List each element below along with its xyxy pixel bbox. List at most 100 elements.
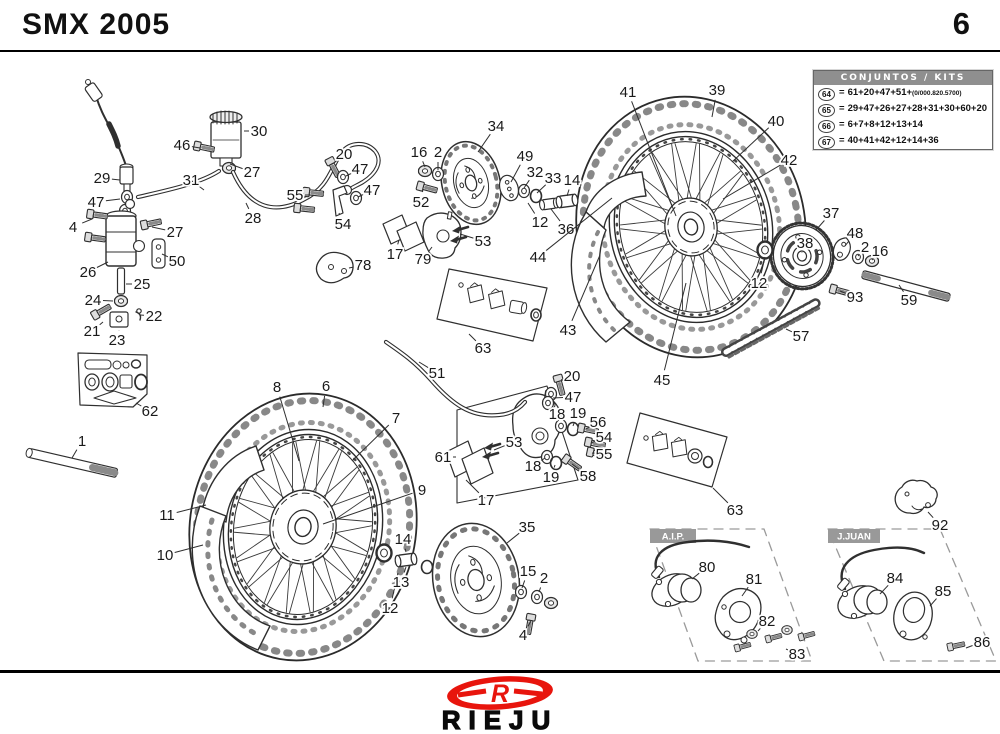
front-wheel-spacer <box>393 552 419 568</box>
part-callout: 80 <box>699 559 716 576</box>
part-callout: 44 <box>530 249 547 266</box>
rear-wheel <box>575 95 807 359</box>
kits-title: CONJUNTOS / KITS <box>814 71 992 85</box>
part-callout: 21 <box>84 323 101 340</box>
rieju-logo: R RIEJU <box>441 676 559 734</box>
sprocket-retainer-plate <box>832 237 851 261</box>
part-callout: 54 <box>335 216 352 233</box>
rear-hub-seal <box>756 240 774 260</box>
sensor-nut <box>781 625 793 635</box>
front-brake-hose <box>383 339 528 418</box>
front-axle <box>25 447 119 478</box>
aip-label: A.I.P. <box>662 532 685 543</box>
drive-chain <box>721 297 823 359</box>
rear-disc-bolt <box>414 179 440 197</box>
sensor-plate-jjuan <box>893 591 933 641</box>
speed-sensor-jjuan <box>831 546 926 626</box>
torque-bracket <box>315 251 354 284</box>
part-callout: 51 <box>429 365 446 382</box>
part-callout: 28 <box>245 210 262 227</box>
brand-footer: R RIEJU <box>441 676 559 734</box>
part-callout: 63 <box>475 340 492 357</box>
mc-mount-plate <box>151 238 166 269</box>
rear-spacer-washer <box>517 183 531 199</box>
rear-brake-caliper <box>422 211 462 259</box>
part-callout: 24 <box>85 292 102 309</box>
part-callout: 83 <box>789 646 806 663</box>
part-callout: 2 <box>434 144 442 161</box>
part-callout: 4 <box>519 627 527 644</box>
part-callout: 34 <box>488 118 505 135</box>
bracket-screw <box>291 201 317 217</box>
speedo-drive-plate <box>498 174 520 202</box>
speed-sensor-aip <box>645 539 751 614</box>
caliper-ring <box>549 455 563 471</box>
part-callout: 27 <box>244 164 261 181</box>
part-callout: 20 <box>564 368 581 385</box>
logo-letter: R <box>491 680 509 708</box>
part-callout: 47 <box>88 194 105 211</box>
part-callout: 18 <box>525 458 542 475</box>
part-callout: 53 <box>506 434 523 451</box>
part-callout: 7 <box>392 410 400 427</box>
front-disc-washer <box>514 584 528 600</box>
rear-brake-disc <box>440 140 502 226</box>
front-disc-washer <box>530 589 544 605</box>
part-callout: 58 <box>580 468 597 485</box>
part-callout: 84 <box>887 570 904 587</box>
jjuan-badge <box>828 529 880 543</box>
part-callout: 81 <box>746 571 763 588</box>
part-callout: 2 <box>861 239 869 256</box>
mc-banjo <box>124 198 136 210</box>
part-callout: 78 <box>355 257 372 274</box>
part-callout: 37 <box>823 205 840 222</box>
front-hub-seal <box>375 543 393 563</box>
pushrod-nut <box>113 294 129 308</box>
part-callout: 10 <box>157 547 174 564</box>
part-callout: 49 <box>517 148 534 165</box>
part-callout: 54 <box>596 429 613 446</box>
part-callout: 36 <box>558 221 575 238</box>
mc-pushrod <box>116 267 126 295</box>
kit-row: 65=29+47+26+27+28+31+30+60+20 <box>814 101 992 117</box>
kit-formula: 61+20+47+51+(0/000.820.5700) <box>847 87 962 98</box>
part-callout: 29 <box>94 170 111 187</box>
page-number: 6 <box>952 6 970 41</box>
part-callout: 12 <box>532 214 549 231</box>
kit-formula: 29+47+26+27+28+31+30+60+20 <box>847 103 988 114</box>
part-callout: 82 <box>759 613 776 630</box>
part-callout: 15 <box>520 563 537 580</box>
part-callout: 14 <box>395 531 412 548</box>
part-callout: 31 <box>183 172 200 189</box>
part-callout: 35 <box>519 519 536 536</box>
part-callout: 25 <box>134 276 151 293</box>
rear-pad-kit-box <box>436 268 548 342</box>
kit-formula: 40+41+42+12+14+36 <box>847 135 939 146</box>
front-disc-nut <box>543 596 559 610</box>
part-callout: 42 <box>781 152 798 169</box>
part-callout: 38 <box>797 235 814 252</box>
part-callout: 16 <box>872 243 889 260</box>
header-divider <box>0 50 1000 52</box>
part-callout: 33 <box>545 170 562 187</box>
part-callout: 13 <box>393 574 410 591</box>
part-callout: 52 <box>413 194 430 211</box>
part-callout: 22 <box>146 308 163 325</box>
part-callout: 12 <box>751 275 768 292</box>
kit-number: 64 <box>818 88 835 101</box>
rear-sprocket <box>769 221 835 291</box>
part-callout: 57 <box>793 328 810 345</box>
part-callout: 40 <box>768 113 785 130</box>
part-callout: 20 <box>336 146 353 163</box>
pad-spring-clip <box>482 441 502 452</box>
sensor-bolt <box>796 628 817 643</box>
part-callout: 18 <box>549 406 566 423</box>
sensor-nut <box>746 629 758 639</box>
brand-wordmark: RIEJU <box>442 705 559 734</box>
part-callout: 79 <box>415 251 432 268</box>
rear-tire-half <box>570 211 631 343</box>
kit-number: 66 <box>818 120 835 133</box>
rear-brake-hose <box>230 141 381 210</box>
mc-seal-kit-box <box>77 352 148 408</box>
